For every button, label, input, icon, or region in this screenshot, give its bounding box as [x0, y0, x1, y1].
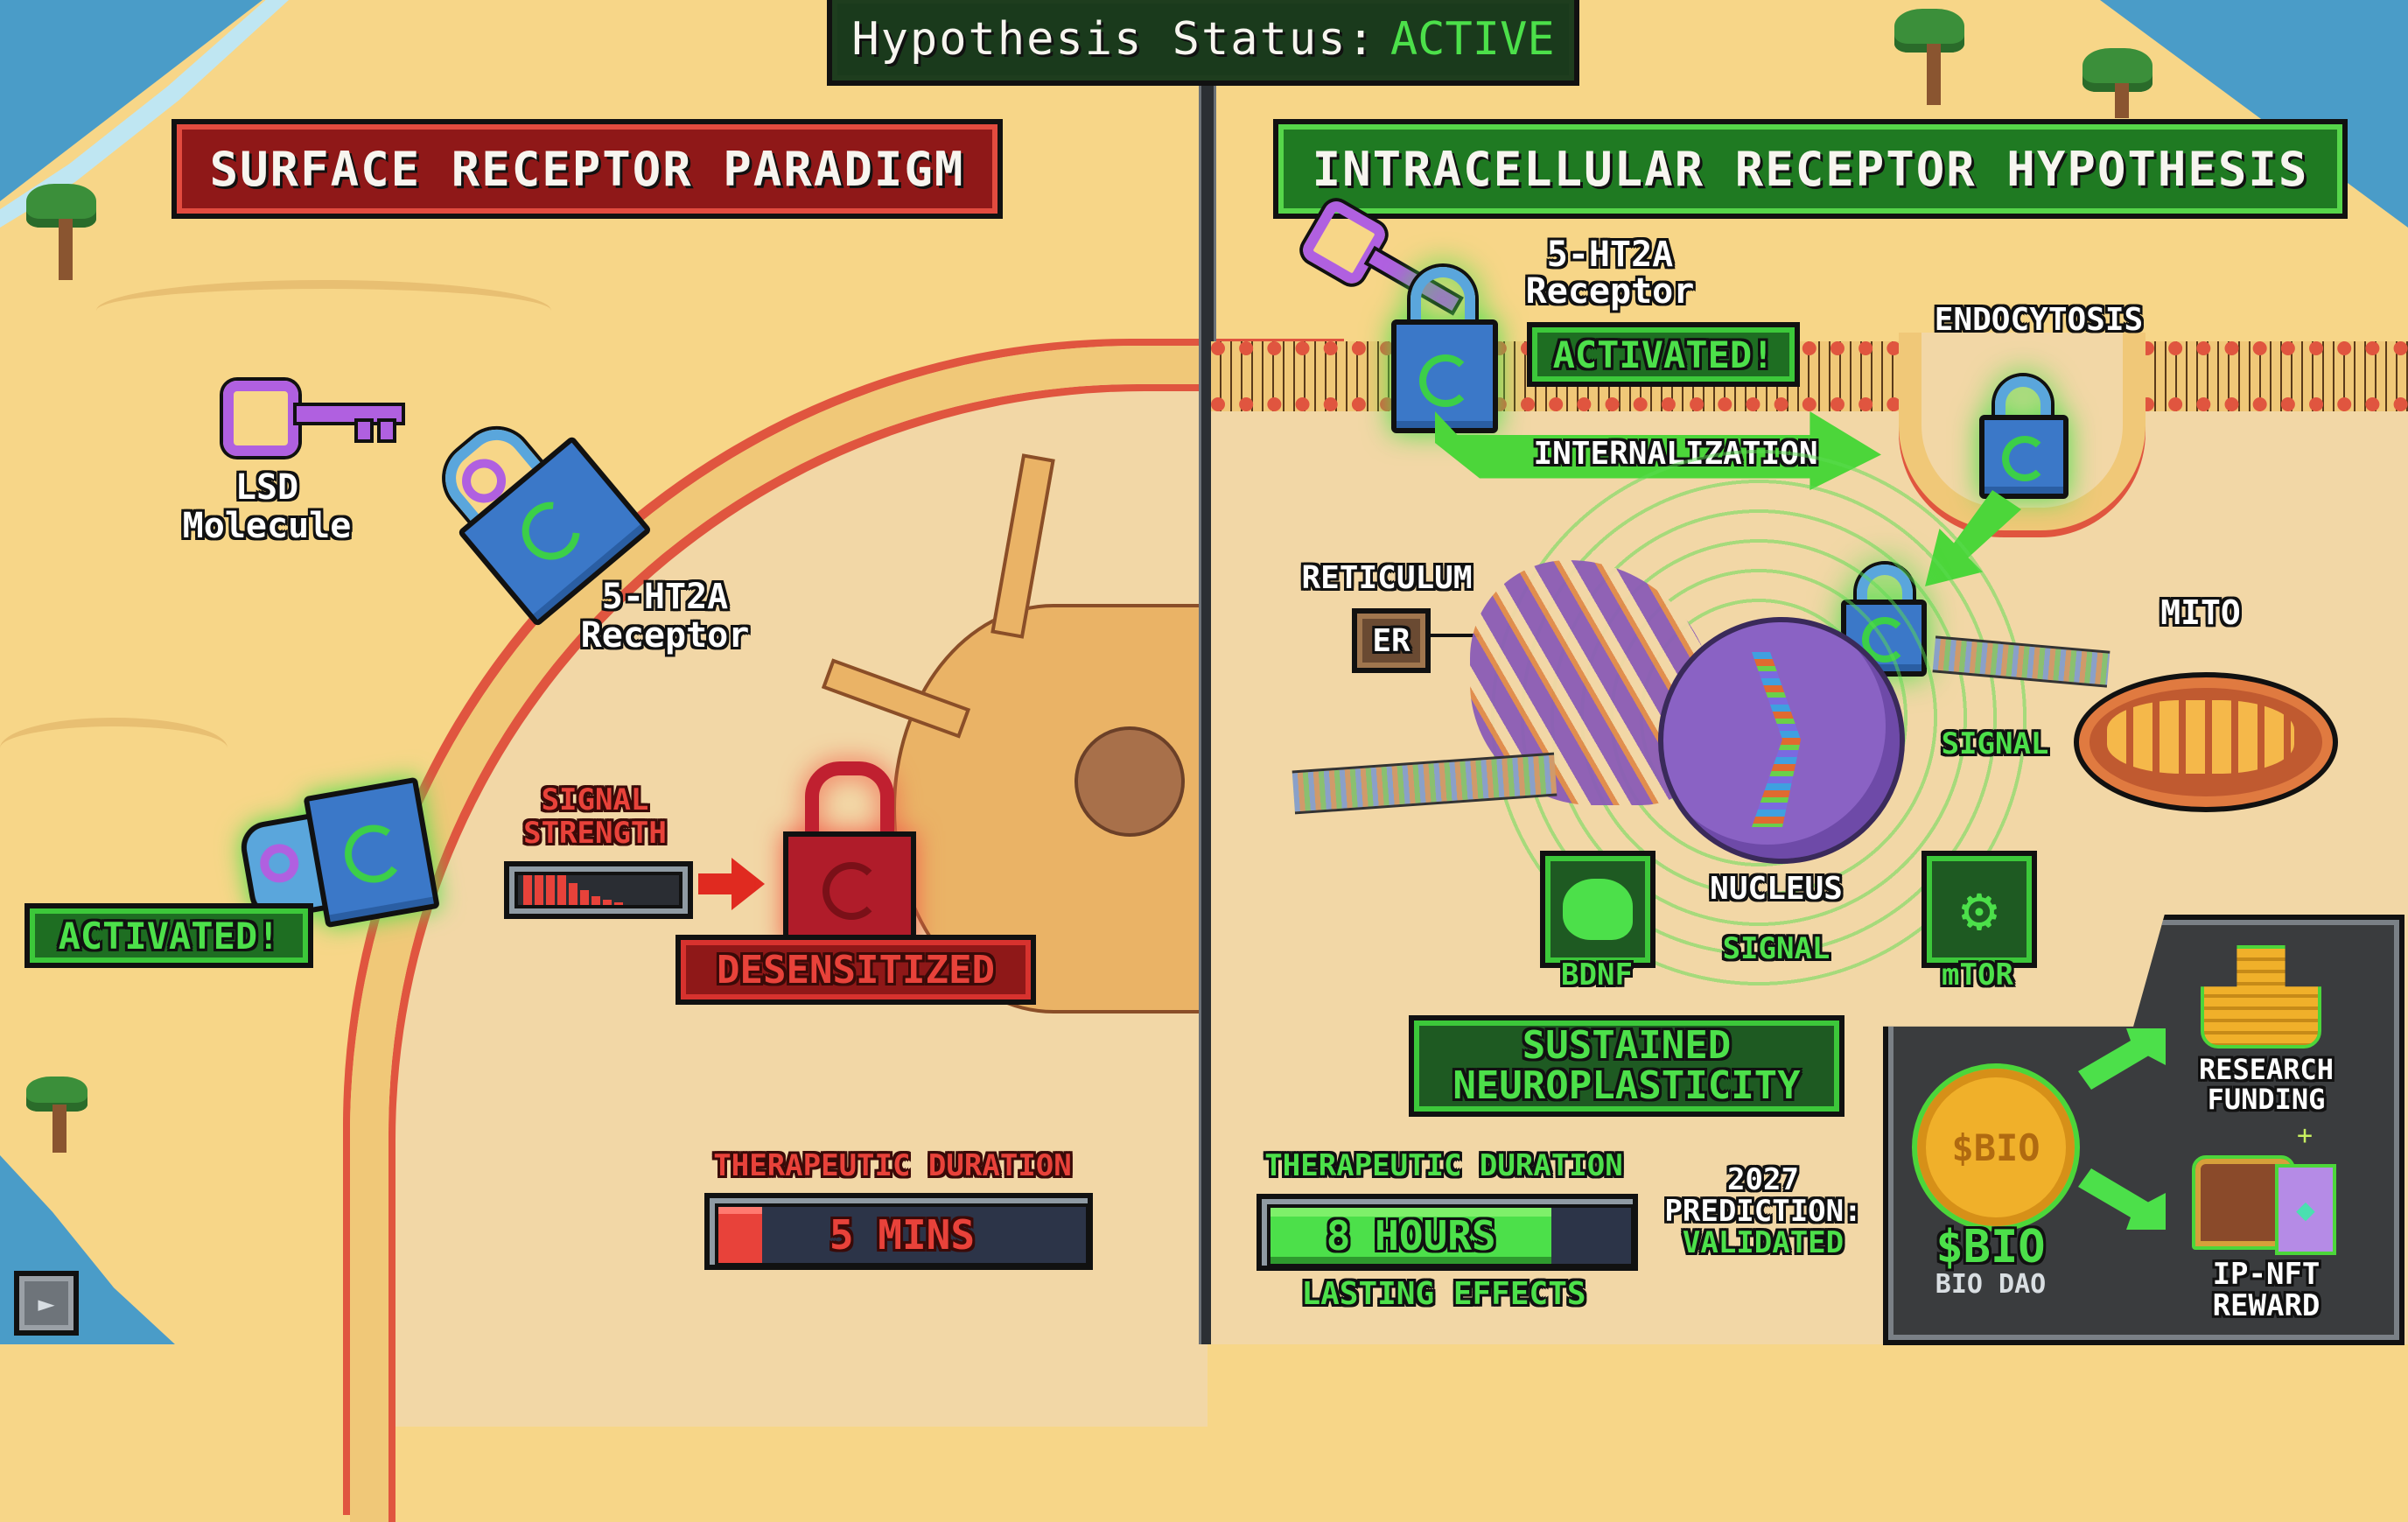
brain-icon	[1563, 879, 1633, 940]
receptor-label-right-line2: Receptor	[1525, 271, 1695, 312]
fish-icon: ►	[38, 1287, 55, 1320]
ip-nft-reward-label: IP-NFT REWARD	[2170, 1259, 2362, 1322]
er-label-box: ER	[1352, 608, 1431, 673]
desensitized-lock-icon[interactable]	[783, 761, 923, 947]
signal-bar	[557, 875, 566, 905]
signal-bar	[523, 875, 532, 905]
nft-card-icon: ◆	[2275, 1164, 2336, 1255]
duration-fill-left	[718, 1207, 763, 1263]
nucleus[interactable]	[1658, 617, 1905, 864]
mtor-icon-box[interactable]: ⚙	[1922, 851, 2037, 968]
gem-icon: ◆	[2296, 1191, 2315, 1228]
desensitized-badge-text: DESENSITIZED	[717, 947, 995, 992]
therapeutic-duration-bar-left: 5 MINS	[704, 1193, 1093, 1270]
lasting-effects-label: LASTING EFFECTS	[1301, 1276, 1586, 1312]
activated-receptor-lock-right[interactable]	[1391, 267, 1498, 433]
bio-coin-icon[interactable]: $BIO	[1912, 1063, 2080, 1231]
signal-bar	[535, 875, 543, 905]
lsd-key-icon[interactable]	[223, 376, 405, 456]
neuroplasticity-line2: NEUROPLASTICITY	[1452, 1063, 1801, 1108]
sand-dune	[0, 718, 228, 779]
research-line1: RESEARCH	[2198, 1053, 2334, 1086]
intracellular-receptor-title: INTRACELLULAR RECEPTOR HYPOTHESIS	[1273, 119, 2348, 219]
reward-line2: REWARD	[2212, 1288, 2320, 1323]
bio-token-label: $BIO	[1936, 1221, 2046, 1273]
palm-tree-icon	[1890, 9, 1978, 114]
therapeutic-duration-label-right: THERAPEUTIC DURATION	[1264, 1148, 1623, 1183]
signal-bar	[614, 901, 623, 905]
therapeutic-duration-label-left: THERAPEUTIC DURATION	[713, 1148, 1072, 1183]
bdnf-label: BDNF	[1561, 957, 1633, 992]
status-label: Hypothesis Status:	[851, 13, 1376, 66]
signal-strength-label: SIGNAL STRENGTH	[490, 783, 700, 850]
signal-label-line2: STRENGTH	[523, 816, 667, 851]
status-value: ACTIVE	[1390, 13, 1555, 66]
mito-label: MITO	[2160, 593, 2241, 632]
prediction-year: 2027	[1727, 1162, 1799, 1197]
palm-tree-icon	[22, 184, 109, 289]
activated-badge-left: ACTIVATED!	[24, 903, 313, 968]
receptor-label-left: 5-HT2A Receptor	[560, 578, 770, 655]
endocytosed-lock-icon[interactable]	[1979, 376, 2068, 499]
lsd-label: LSD Molecule	[175, 468, 359, 545]
neuroplasticity-line1: SUSTAINED	[1522, 1023, 1732, 1068]
research-funding-label: RESEARCH FUNDING	[2170, 1055, 2362, 1114]
prediction-callout: 2027 PREDICTION: VALIDATED	[1658, 1164, 1868, 1259]
lsd-label-line2: Molecule	[182, 506, 352, 546]
duration-value-right: 8 HOURS	[1326, 1212, 1496, 1259]
signal-bar	[603, 899, 612, 905]
signal-bar	[569, 882, 578, 905]
duration-value-left: 5 MINS	[829, 1211, 976, 1259]
gear-wrench-icon: ⚙	[1960, 873, 1998, 945]
left-panel-title-text: SURFACE RECEPTOR PARADIGM	[209, 141, 965, 197]
right-panel-title-text: INTRACELLULAR RECEPTOR HYPOTHESIS	[1312, 141, 2309, 197]
palm-tree-icon	[2078, 48, 2166, 127]
endocytosis-label: ENDOCYTOSIS	[1934, 302, 2144, 338]
prediction-status: VALIDATED	[1682, 1225, 1844, 1260]
sustained-neuroplasticity-badge: SUSTAINED NEUROPLASTICITY	[1409, 1015, 1844, 1117]
coin-text: $BIO	[1951, 1126, 2040, 1169]
duration-fill-right	[1270, 1208, 1552, 1264]
activated-badge-left-text: ACTIVATED!	[58, 914, 280, 957]
corner-menu-button[interactable]: ►	[14, 1271, 79, 1336]
er-connector	[1431, 634, 1479, 637]
signal-label-bottom: SIGNAL	[1722, 931, 1830, 966]
research-line2: FUNDING	[2207, 1083, 2326, 1116]
receptor-label-right-line1: 5-HT2A	[1546, 235, 1674, 275]
er-label: ER	[1372, 622, 1410, 659]
sparkle-icon: +	[2297, 1120, 2314, 1151]
activated-badge-right: ACTIVATED!	[1527, 322, 1800, 387]
neuron-nucleus	[1074, 726, 1185, 837]
desensitized-badge: DESENSITIZED	[676, 935, 1036, 1005]
receptor-label-right: 5-HT2A Receptor	[1505, 236, 1715, 310]
lsd-label-line1: LSD	[234, 467, 299, 508]
activated-badge-right-text: ACTIVATED!	[1552, 333, 1774, 376]
bdnf-icon-box[interactable]	[1540, 851, 1656, 968]
signal-bar	[546, 875, 555, 905]
bio-dao-label: BIO DAO	[1935, 1269, 2047, 1300]
sand-dune	[96, 280, 551, 341]
mtor-label: mTOR	[1942, 957, 2013, 992]
receptor-label-line2: Receptor	[580, 615, 750, 656]
prediction-label: PREDICTION:	[1664, 1194, 1862, 1229]
signal-label-line1: SIGNAL	[541, 782, 649, 817]
therapeutic-duration-bar-right: 8 HOURS	[1256, 1194, 1638, 1271]
hypothesis-status-banner: Hypothesis Status: ACTIVE	[827, 0, 1579, 86]
mitochondrion-cristae	[2107, 700, 2294, 774]
signal-bar	[580, 890, 589, 905]
surface-receptor-title: SURFACE RECEPTOR PARADIGM	[172, 119, 1003, 219]
signal-strength-meter	[504, 861, 693, 919]
signal-bar	[592, 895, 600, 905]
receptor-label-line1: 5-HT2A	[601, 577, 729, 617]
signal-label-right: SIGNAL	[1941, 726, 2049, 761]
reward-line1: IP-NFT	[2212, 1257, 2320, 1292]
nucleus-label: NUCLEUS	[1710, 871, 1843, 907]
reticulum-label: RETICULUM	[1301, 560, 1473, 596]
palm-tree-icon	[26, 1077, 96, 1164]
